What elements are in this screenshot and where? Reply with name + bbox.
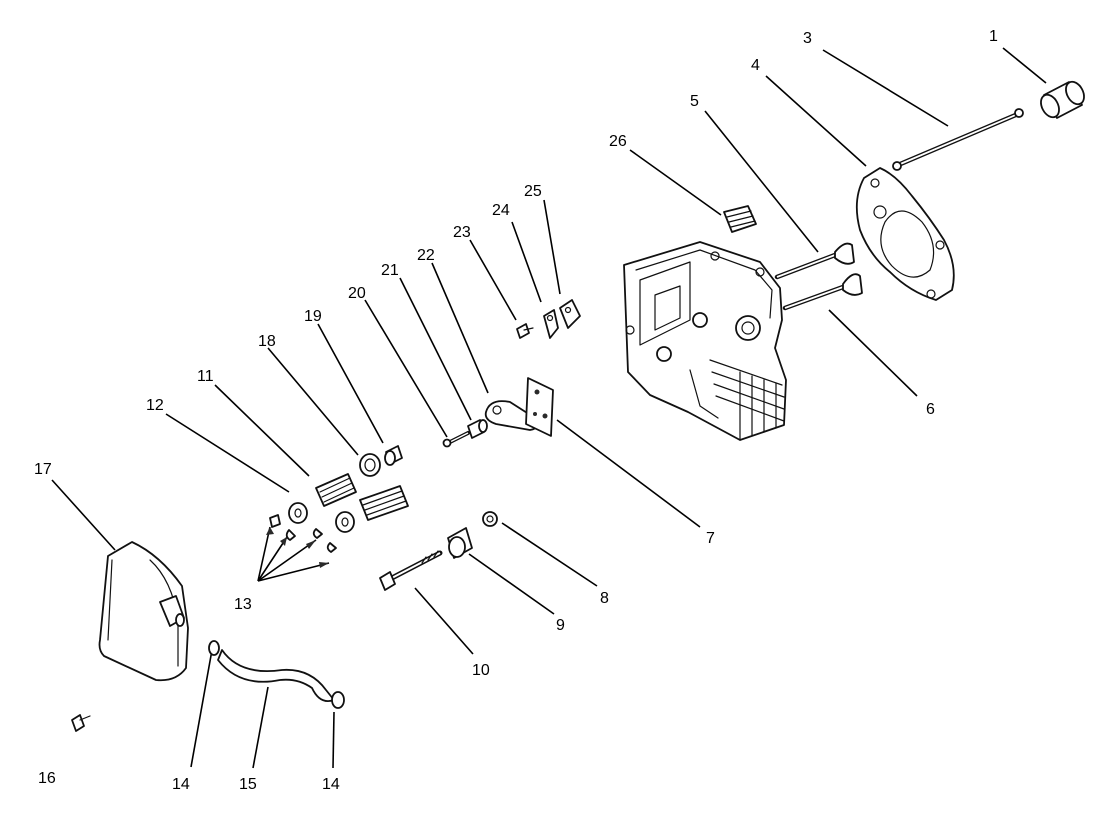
callout-26: 26	[609, 133, 627, 150]
part-3-push-rod	[892, 108, 1024, 171]
part-19-cap	[384, 445, 403, 466]
part-16-bolt	[71, 714, 91, 732]
part-17-valve-cover	[98, 541, 189, 682]
part-5-valve	[774, 242, 855, 280]
callout-14-right: 14	[322, 776, 340, 793]
callout-25: 25	[524, 183, 542, 200]
cylinder-head	[623, 241, 787, 441]
part-4-head-gasket	[855, 167, 955, 301]
callout-12: 12	[146, 397, 164, 414]
callout-19: 19	[304, 308, 322, 325]
washer-lower	[335, 511, 355, 533]
part-9-spacer	[447, 527, 473, 559]
part-13-keepers	[269, 514, 337, 553]
callout-10: 10	[472, 662, 490, 679]
callout-4: 4	[751, 57, 760, 74]
part-1-tappet	[1040, 80, 1085, 119]
part-25-bracket	[559, 299, 581, 329]
callout-16: 16	[38, 770, 56, 787]
part-14-clamp-right	[331, 691, 345, 709]
part-18-retainer	[359, 453, 381, 477]
callout-15: 15	[239, 776, 257, 793]
callout-24: 24	[492, 202, 510, 219]
callout-9: 9	[556, 617, 565, 634]
callout-3: 3	[803, 30, 812, 47]
part-10-bolt	[379, 550, 443, 591]
callout-23: 23	[453, 224, 471, 241]
part-15-hose	[217, 649, 335, 703]
part-11-valve-spring	[315, 473, 357, 507]
callout-6: 6	[926, 401, 935, 418]
callout-7: 7	[706, 530, 715, 547]
callout-5: 5	[690, 93, 699, 110]
part-20-screw	[442, 431, 470, 448]
callout-14-left: 14	[172, 776, 190, 793]
leader-lines	[51, 47, 1047, 769]
callout-11: 11	[197, 368, 214, 385]
part-23-screw	[516, 323, 534, 339]
part-14-clamp-left	[208, 640, 220, 656]
part-7-plate	[525, 377, 554, 437]
callout-21: 21	[381, 262, 399, 279]
callout-8: 8	[600, 590, 609, 607]
part-8-washer	[482, 511, 498, 527]
valve-spring-lower	[359, 485, 409, 521]
part-21-pivot	[467, 419, 488, 439]
callout-13-arrowheads	[266, 527, 329, 568]
callout-1: 1	[989, 28, 998, 45]
callout-labels: 1 3 4 5 6 7 8 9 10 11 12 13 14 14 15 16 …	[34, 28, 998, 793]
callout-13: 13	[234, 596, 252, 613]
callout-20: 20	[348, 285, 366, 302]
callout-17: 17	[34, 461, 52, 478]
callout-22: 22	[417, 247, 435, 264]
part-12-washer	[288, 502, 308, 524]
callout-18: 18	[258, 333, 276, 350]
part-6-valve	[782, 273, 863, 311]
part-24-bracket	[543, 309, 559, 339]
part-26-spring	[723, 205, 757, 233]
